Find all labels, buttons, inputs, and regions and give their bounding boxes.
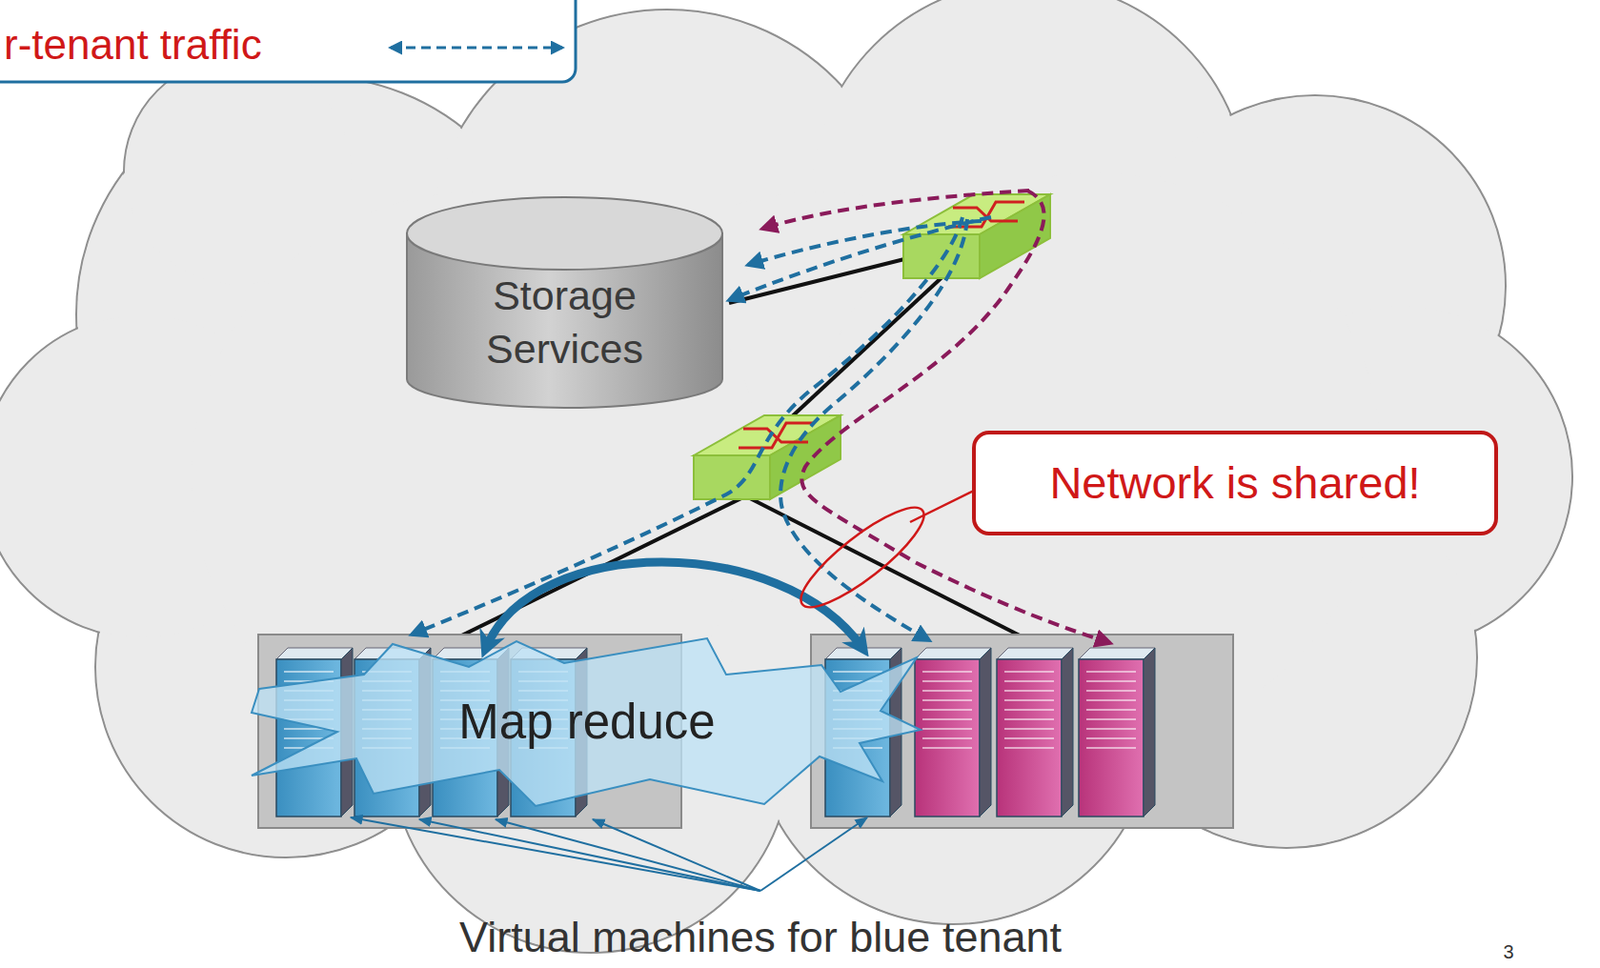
callout-box: Network is shared!: [972, 430, 1499, 536]
node-text: Storage Services: [450, 269, 680, 377]
caption-label: Virtual machines for blue tenant: [459, 912, 1062, 963]
legend-text: r-tenant traffic: [3, 20, 263, 69]
node-text: Network is shared!: [1049, 453, 1420, 512]
storage-cylinder: Storage Services: [405, 195, 725, 410]
node-text: Map reduce: [458, 690, 715, 754]
mapreduce-burst: Map reduce: [249, 636, 925, 809]
page-number: 3: [1502, 941, 1514, 964]
